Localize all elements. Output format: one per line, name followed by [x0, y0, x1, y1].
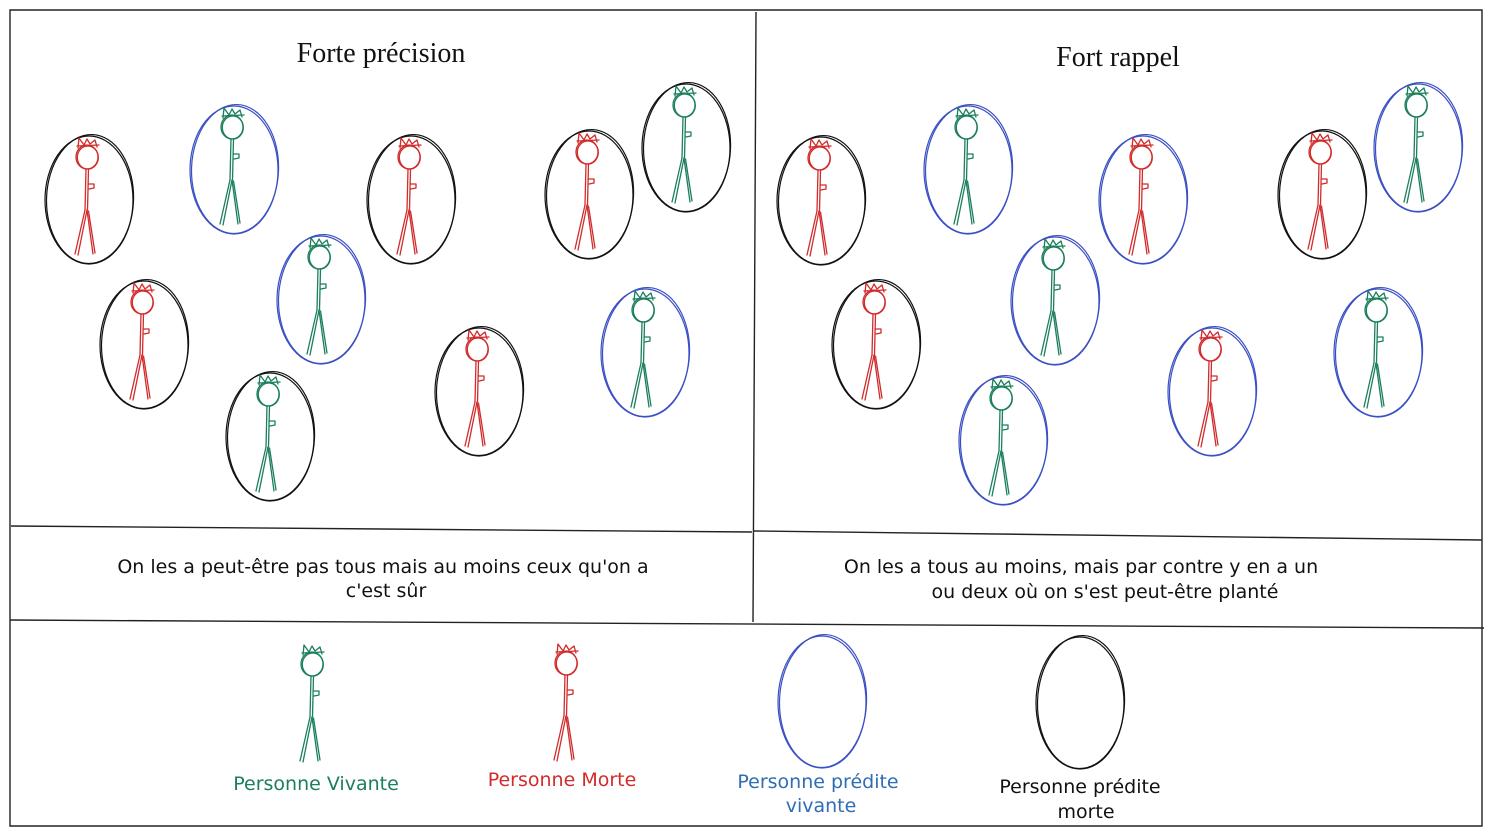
stick-figure-alive [630, 290, 656, 409]
prediction-ellipse-dead [44, 133, 135, 265]
prediction-ellipse-dead [776, 134, 867, 266]
stick-figure-dead [1128, 137, 1154, 256]
stick-figure-alive [255, 374, 281, 493]
stick-figure-alive [306, 237, 332, 356]
legend-stick-figure-dead [553, 643, 579, 762]
person-precision-2 [189, 103, 280, 235]
caption-precision-line-2: c'est sûr [346, 580, 427, 602]
legend-label-alive: Personne Vivante [233, 773, 399, 795]
prediction-ellipse-alive [1098, 133, 1189, 265]
prediction-ellipse-dead [1277, 128, 1368, 260]
diagram-frame [9, 9, 1485, 827]
prediction-ellipse-alive [276, 233, 367, 365]
stick-figure-dead [1197, 329, 1223, 448]
person-precision-6 [99, 278, 190, 410]
person-precision-3 [366, 133, 457, 265]
prediction-ellipse-alive [1373, 81, 1464, 213]
legend-ellipse-predicted-dead [1035, 634, 1126, 770]
legend-label-predicted-dead-line-2: morte [1057, 801, 1114, 823]
person-precision-4 [544, 128, 635, 260]
prediction-ellipse-dead [434, 325, 525, 457]
stick-figure-alive [988, 378, 1014, 497]
person-recall-10 [958, 374, 1049, 506]
person-recall-8 [1333, 286, 1424, 418]
person-precision-10 [225, 370, 316, 502]
person-recall-1 [776, 134, 867, 266]
prediction-ellipse-alive [1167, 325, 1258, 457]
person-precision-5 [641, 81, 732, 213]
legend-label-dead: Personne Morte [488, 769, 637, 791]
stick-figure-dead [74, 137, 100, 256]
person-recall-5 [1373, 81, 1464, 213]
stick-figure-dead [396, 137, 422, 256]
stick-figure-dead [129, 282, 155, 401]
prediction-ellipse-alive [1010, 234, 1101, 366]
person-recall-2 [923, 103, 1014, 235]
prediction-ellipse-dead [544, 128, 635, 260]
prediction-ellipse-alive [1333, 286, 1424, 418]
legend-label-predicted-alive-line-1: Personne prédite [737, 771, 898, 793]
stick-figure-dead [1307, 132, 1333, 251]
person-precision-1 [44, 133, 135, 265]
person-recall-3 [1098, 133, 1189, 265]
prediction-ellipse-dead [831, 278, 922, 410]
prediction-ellipse-alive [189, 103, 280, 235]
prediction-ellipse-alive [923, 103, 1014, 235]
people-layer [44, 81, 1464, 506]
person-recall-9 [1167, 325, 1258, 457]
person-precision-8 [600, 286, 691, 418]
stick-figure-alive [1403, 85, 1429, 204]
prediction-ellipse-alive [958, 374, 1049, 506]
stick-figure-alive [671, 85, 697, 204]
stick-figure-dead [574, 132, 600, 251]
prediction-ellipse-alive [600, 286, 691, 418]
person-recall-7 [1010, 234, 1101, 366]
legend [299, 633, 1126, 770]
legend-ellipse-predicted-alive [777, 633, 868, 769]
stick-figure-alive [1040, 238, 1066, 357]
panel-title-precision: Forte précision [297, 38, 466, 69]
person-precision-9 [434, 325, 525, 457]
prediction-ellipse-dead [641, 81, 732, 213]
stick-figure-dead [806, 138, 832, 257]
stick-figure-alive [953, 107, 979, 226]
person-recall-6 [831, 278, 922, 410]
panel-title-recall: Fort rappel [1056, 42, 1180, 73]
person-precision-7 [276, 233, 367, 365]
prediction-ellipse-dead [225, 370, 316, 502]
caption-recall-line-1: On les a tous au moins, mais par contre … [844, 556, 1318, 578]
stick-figure-alive [1363, 290, 1389, 409]
caption-recall-line-2: ou deux où on s'est peut-être planté [932, 581, 1279, 603]
stick-figure-alive [219, 107, 245, 226]
legend-stick-figure-alive [299, 644, 325, 763]
legend-label-predicted-alive-line-2: vivante [786, 795, 857, 817]
prediction-ellipse-dead [366, 133, 457, 265]
legend-label-predicted-dead-line-1: Personne prédite [999, 776, 1160, 798]
stick-figure-dead [861, 282, 887, 401]
person-recall-4 [1277, 128, 1368, 260]
stick-figure-dead [464, 329, 490, 448]
caption-precision-line-1: On les a peut-être pas tous mais au moin… [117, 556, 648, 578]
prediction-ellipse-dead [99, 278, 190, 410]
